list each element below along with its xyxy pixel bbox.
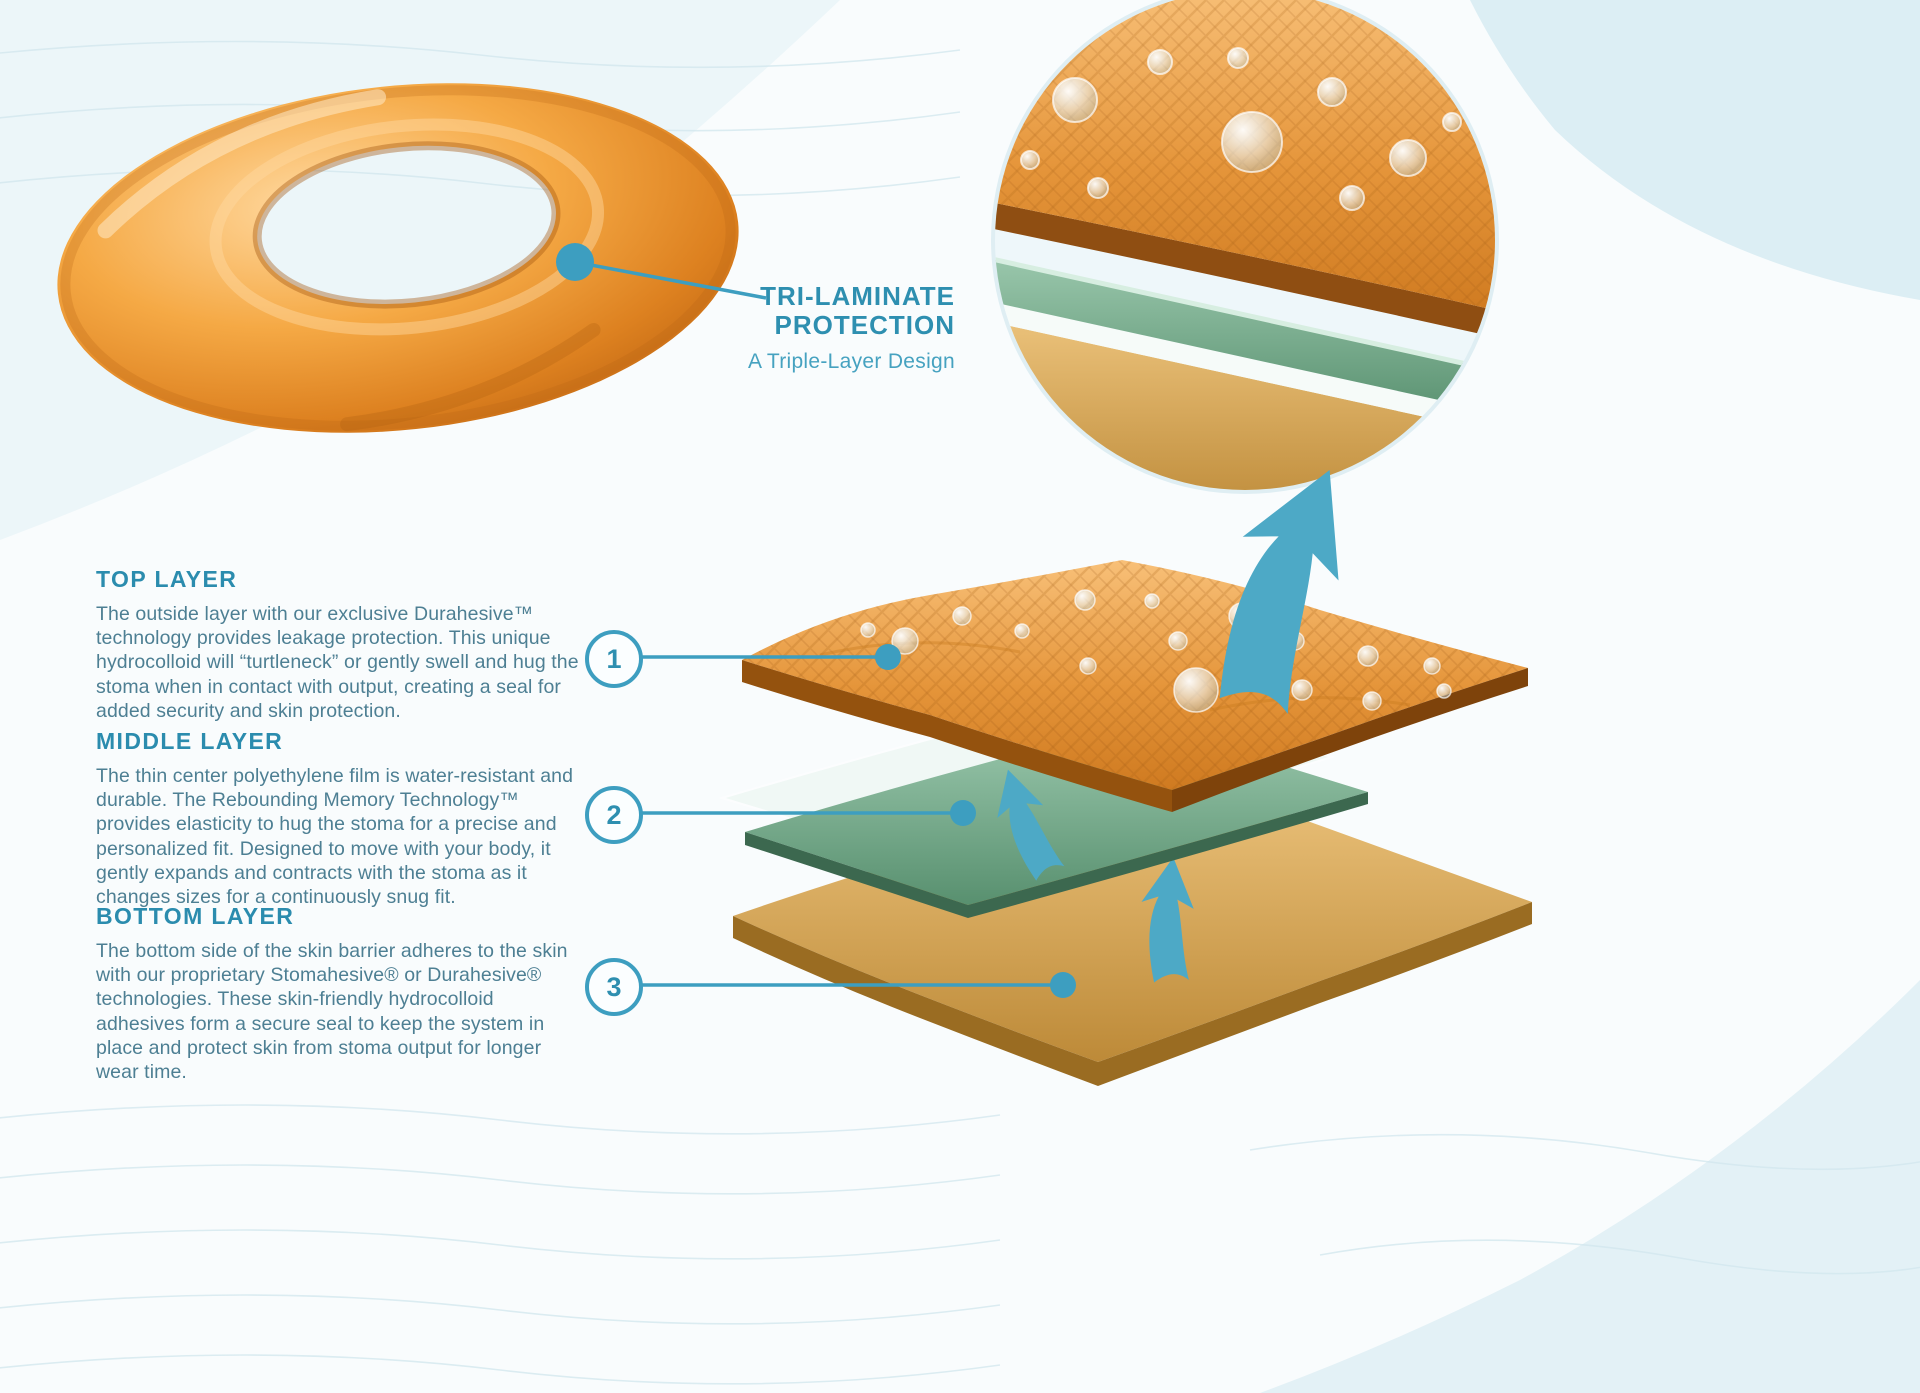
- inset-water-droplets: [1020, 47, 1462, 211]
- callout-subtitle: A Triple-Layer Design: [747, 350, 955, 374]
- callout-title-line1: TRI-LAMINATE: [760, 281, 955, 311]
- layer-marker-1: 1: [585, 630, 643, 688]
- inset-middle-layer: [995, 252, 1495, 420]
- layer-stack-illustration: [718, 449, 1532, 1086]
- section-top-layer: TOP LAYER The outside layer with our exc…: [96, 566, 582, 723]
- bottom-layer-body: The bottom side of the skin barrier adhe…: [96, 940, 568, 1083]
- marker-number-2: 2: [606, 799, 622, 830]
- tri-laminate-callout: TRI-LAMINATE PROTECTION A Triple-Layer D…: [747, 281, 955, 374]
- top-layer-sheet: [742, 560, 1528, 812]
- layer-marker-2: 2: [585, 786, 643, 844]
- layer-connectors: [641, 655, 1063, 987]
- magnified-inset: [991, 0, 1499, 494]
- layer-connector-dots: [875, 644, 1076, 998]
- section-middle-layer: MIDDLE LAYER The thin center polyethylen…: [96, 728, 582, 909]
- section-bottom-layer: BOTTOM LAYER The bottom side of the skin…: [96, 903, 582, 1084]
- callout-title-line2: PROTECTION: [774, 310, 955, 341]
- layer-marker-3: 3: [585, 958, 643, 1016]
- bottom-layer-heading: BOTTOM LAYER: [96, 903, 295, 929]
- marker-number-3: 3: [606, 971, 622, 1002]
- bottom-layer-sheet: [733, 778, 1532, 1086]
- middle-layer-body: The thin center polyethylene film is wat…: [96, 765, 574, 908]
- middle-layer-heading: MIDDLE LAYER: [96, 728, 284, 754]
- callout-connector: [556, 243, 767, 300]
- callout-dot: [556, 243, 594, 281]
- top-layer-heading: TOP LAYER: [96, 566, 238, 592]
- barrier-ring-illustration: [57, 83, 739, 433]
- marker-number-1: 1: [606, 643, 622, 674]
- top-layer-body: The outside layer with our exclusive Dur…: [96, 603, 579, 722]
